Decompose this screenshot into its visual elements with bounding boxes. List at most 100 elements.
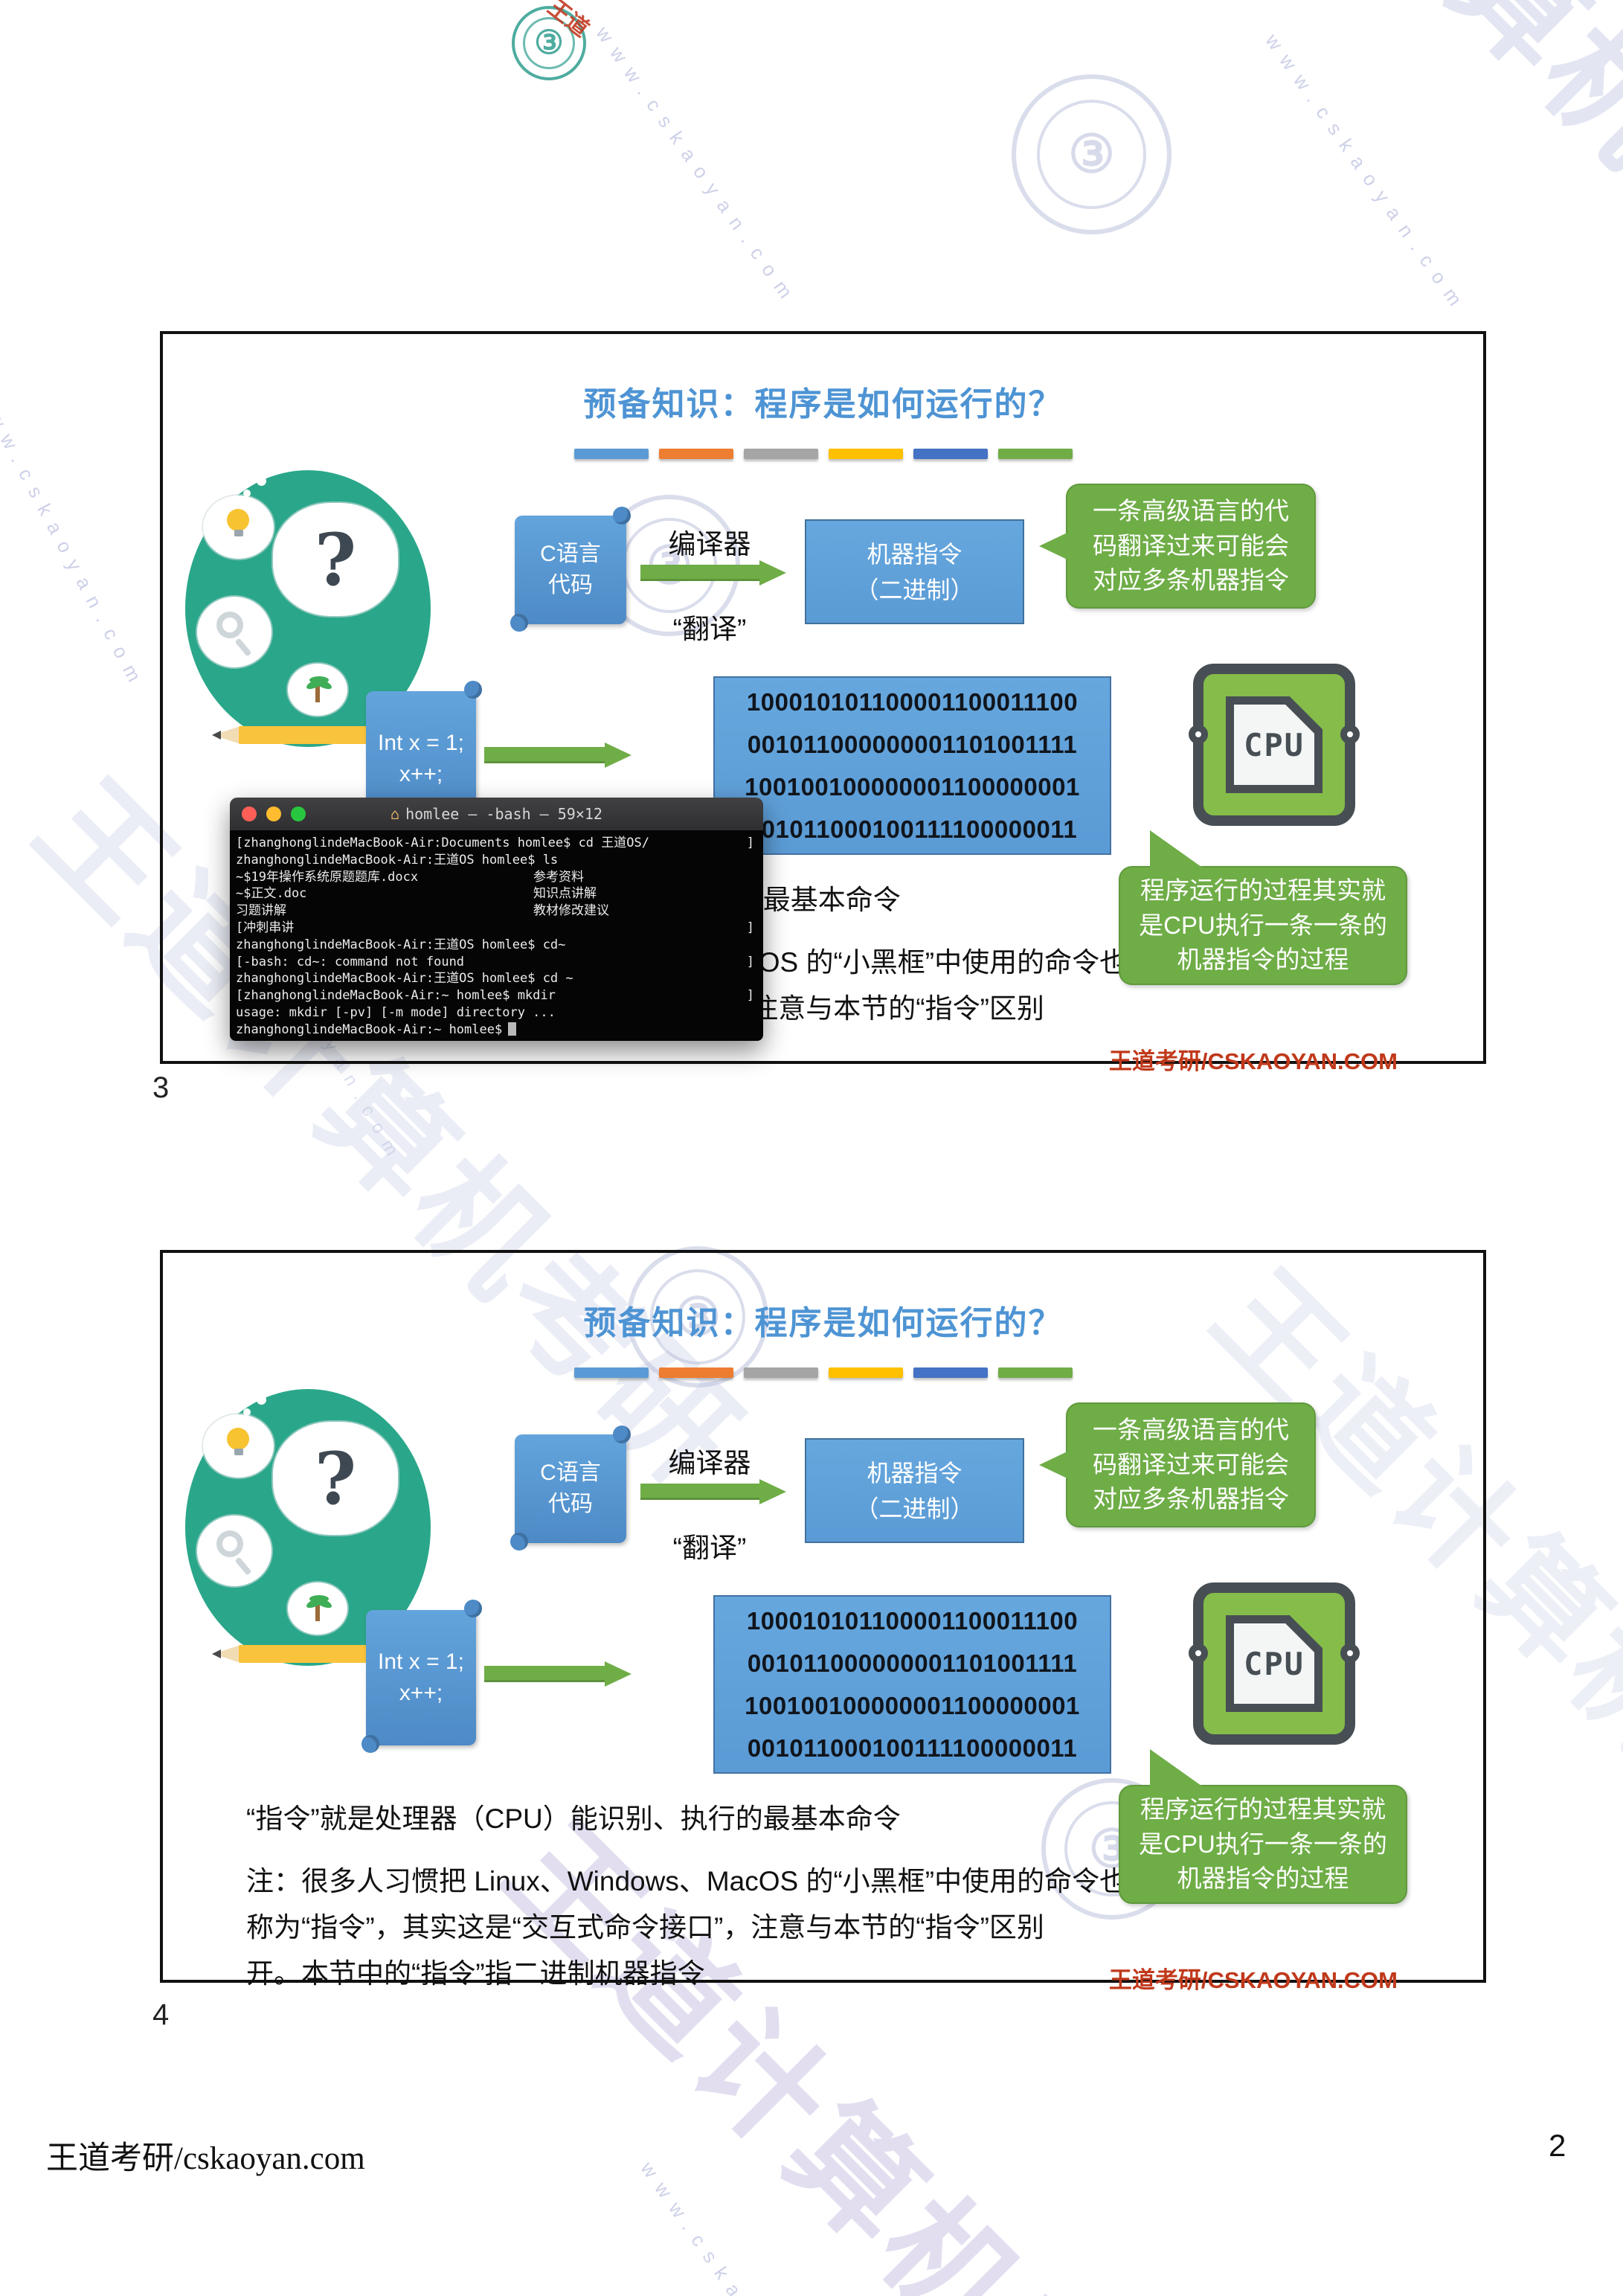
c-scroll-line2: 代码 <box>548 573 593 597</box>
c-scroll-line2: 代码 <box>548 1492 593 1516</box>
slide-title: 预备知识：程序是如何运行的？ <box>583 1305 1063 1341</box>
terminal-line: zhanghonglindeMacBook-Air:王道OS homlee$ c… <box>236 971 573 987</box>
bubble-tail <box>1039 531 1070 561</box>
divider-bar <box>997 1367 1073 1378</box>
binary-code-box: 100010101100001100011100 001011000000001… <box>713 676 1111 855</box>
watermark-url-top-center: www.cskaoyan.com <box>591 22 803 311</box>
compile-arrow <box>640 559 786 586</box>
cpu-chip <box>1193 1582 1355 1745</box>
terminal-line: [冲刺串讲] <box>236 920 754 935</box>
binary-code-box: 100010101100001100011100 001011000000001… <box>713 1595 1111 1774</box>
translate-label: “翻译” <box>672 614 747 644</box>
arrow-shaft <box>640 1484 761 1500</box>
cpu-icon: CPU <box>1189 1582 1360 1745</box>
terminal-title: ⌂homlee — -bash — 59×12 <box>391 805 602 823</box>
divider-bar <box>997 449 1073 459</box>
divider-bar <box>658 1367 733 1378</box>
cpu-label: CPU <box>1244 1645 1305 1682</box>
arrow-shaft <box>484 747 606 763</box>
watermark-url-left: www.cskaoyan.com <box>0 387 151 695</box>
binary-line: 100010101100001100011100 <box>746 1607 1079 1635</box>
slide-4: 预备知识：程序是如何运行的？ ? C语言 代码 编译器 “翻译” <box>160 1250 1486 1993</box>
arrow-shaft <box>484 1666 606 1682</box>
arrow-head <box>605 743 631 768</box>
speech-bubble-top: 一条高级语言的代码翻译过来可能会对应多条机器指令 <box>1039 484 1316 609</box>
lightbulb-icon <box>227 1428 249 1450</box>
terminal-title-bar: ⌂homlee — -bash — 59×12 <box>230 798 763 830</box>
c-code-scroll: C语言 代码 <box>510 1426 631 1551</box>
int-scroll-line2: x++; <box>399 762 443 786</box>
machine-box-line2: （二进制） <box>855 576 974 603</box>
speech-bubble-bottom: 程序运行的过程其实就是CPU执行一条一条的机器指令的过程 <box>1119 1749 1407 1904</box>
question-cloud: ? <box>273 1422 398 1535</box>
c-scroll-line1: C语言 <box>540 1460 601 1485</box>
magnifier-cloud <box>197 597 271 667</box>
palm-stem <box>315 686 320 702</box>
brand-url: 王道考研/CSKAOYAN.COM <box>1108 1048 1398 1074</box>
cpu-icon: CPU <box>1189 664 1360 826</box>
binary-line: 001011000000001101001111 <box>747 731 1078 758</box>
pencil-lead <box>212 1649 221 1658</box>
question-mark-icon: ? <box>314 517 357 602</box>
thought-dot <box>233 501 239 507</box>
thought-dot <box>233 1420 239 1426</box>
lightbulb-icon <box>227 509 249 531</box>
compiler-label: 编译器 <box>668 529 751 559</box>
machine-instruction-box: 机器指令 （二进制） <box>805 519 1024 624</box>
cpu-notch <box>1189 1644 1208 1663</box>
cpu-notch <box>1340 1644 1360 1663</box>
thought-dot <box>243 490 251 497</box>
binary-line: 100100100000001100000001 <box>745 1692 1080 1719</box>
binary-arrow <box>484 742 631 769</box>
arrow-head <box>605 1661 631 1687</box>
terminal-cursor <box>508 1022 517 1036</box>
terminal-prompt-line: zhanghonglindeMacBook-Air:~ homlee$ <box>236 1022 756 1039</box>
compiler-label: 编译器 <box>668 1448 751 1478</box>
slide-title: 预备知识：程序是如何运行的？ <box>583 386 1063 423</box>
binary-line: 100010101100001100011100 <box>746 688 1079 716</box>
int-code-scroll: Int x = 1; x++; <box>361 1600 482 1753</box>
divider-bar <box>573 1367 649 1378</box>
terminal-line: 习题讲解教材修改建议 <box>236 903 609 919</box>
cpu-label: CPU <box>1244 726 1305 763</box>
magnifier-icon <box>216 612 243 638</box>
close-icon <box>242 807 257 821</box>
binary-line: 100100100000001100000001 <box>745 773 1080 801</box>
terminal-line: [zhanghonglindeMacBook-Air:Documents hom… <box>236 836 754 850</box>
divider-bar <box>658 449 733 459</box>
divider-bar <box>743 1367 818 1378</box>
pencil-lead <box>212 731 221 740</box>
divider-bar <box>913 1367 988 1378</box>
int-scroll-line1: Int x = 1; <box>378 1649 464 1674</box>
divider-bar <box>573 449 649 459</box>
watermark-brand-top-right: 王道计算机考研 <box>1140 0 1623 382</box>
minimize-icon <box>266 807 281 821</box>
magnifier-handle <box>234 1556 252 1576</box>
terminal-line: zhanghonglindeMacBook-Air:王道OS homlee$ l… <box>236 852 559 868</box>
maximize-icon <box>291 807 306 821</box>
bubble-top-text: 一条高级语言的代码翻译过来可能会对应多条机器指令 <box>1093 1415 1289 1513</box>
binary-line: 001011000100111100000011 <box>747 815 1078 843</box>
window-controls <box>242 807 306 821</box>
cpu-chip <box>1193 664 1355 826</box>
divider-bar <box>828 449 903 459</box>
divider-bar <box>828 1367 903 1378</box>
bubble-tail <box>1039 1450 1070 1480</box>
c-scroll-line1: C语言 <box>540 542 601 566</box>
bubble-bottom-text: 程序运行的过程其实就是CPU执行一条一条的机器指令的过程 <box>1139 1795 1387 1893</box>
lightbulb-base <box>234 530 243 536</box>
brand-seal-logo: ③ 王道 <box>512 0 594 80</box>
arrow-head <box>759 1479 786 1504</box>
thought-dot <box>243 1408 251 1416</box>
title-divider-bars <box>163 449 1483 459</box>
cpu-notch <box>1340 725 1360 744</box>
palm-stem <box>315 1605 320 1621</box>
thought-dot <box>257 476 266 486</box>
bubble-tail <box>1150 1749 1206 1789</box>
binary-arrow <box>484 1661 631 1687</box>
bubble-tail <box>1150 830 1206 870</box>
terminal-body: [zhanghonglindeMacBook-Air:Documents hom… <box>230 830 763 1041</box>
idea-cloud <box>203 1414 274 1478</box>
